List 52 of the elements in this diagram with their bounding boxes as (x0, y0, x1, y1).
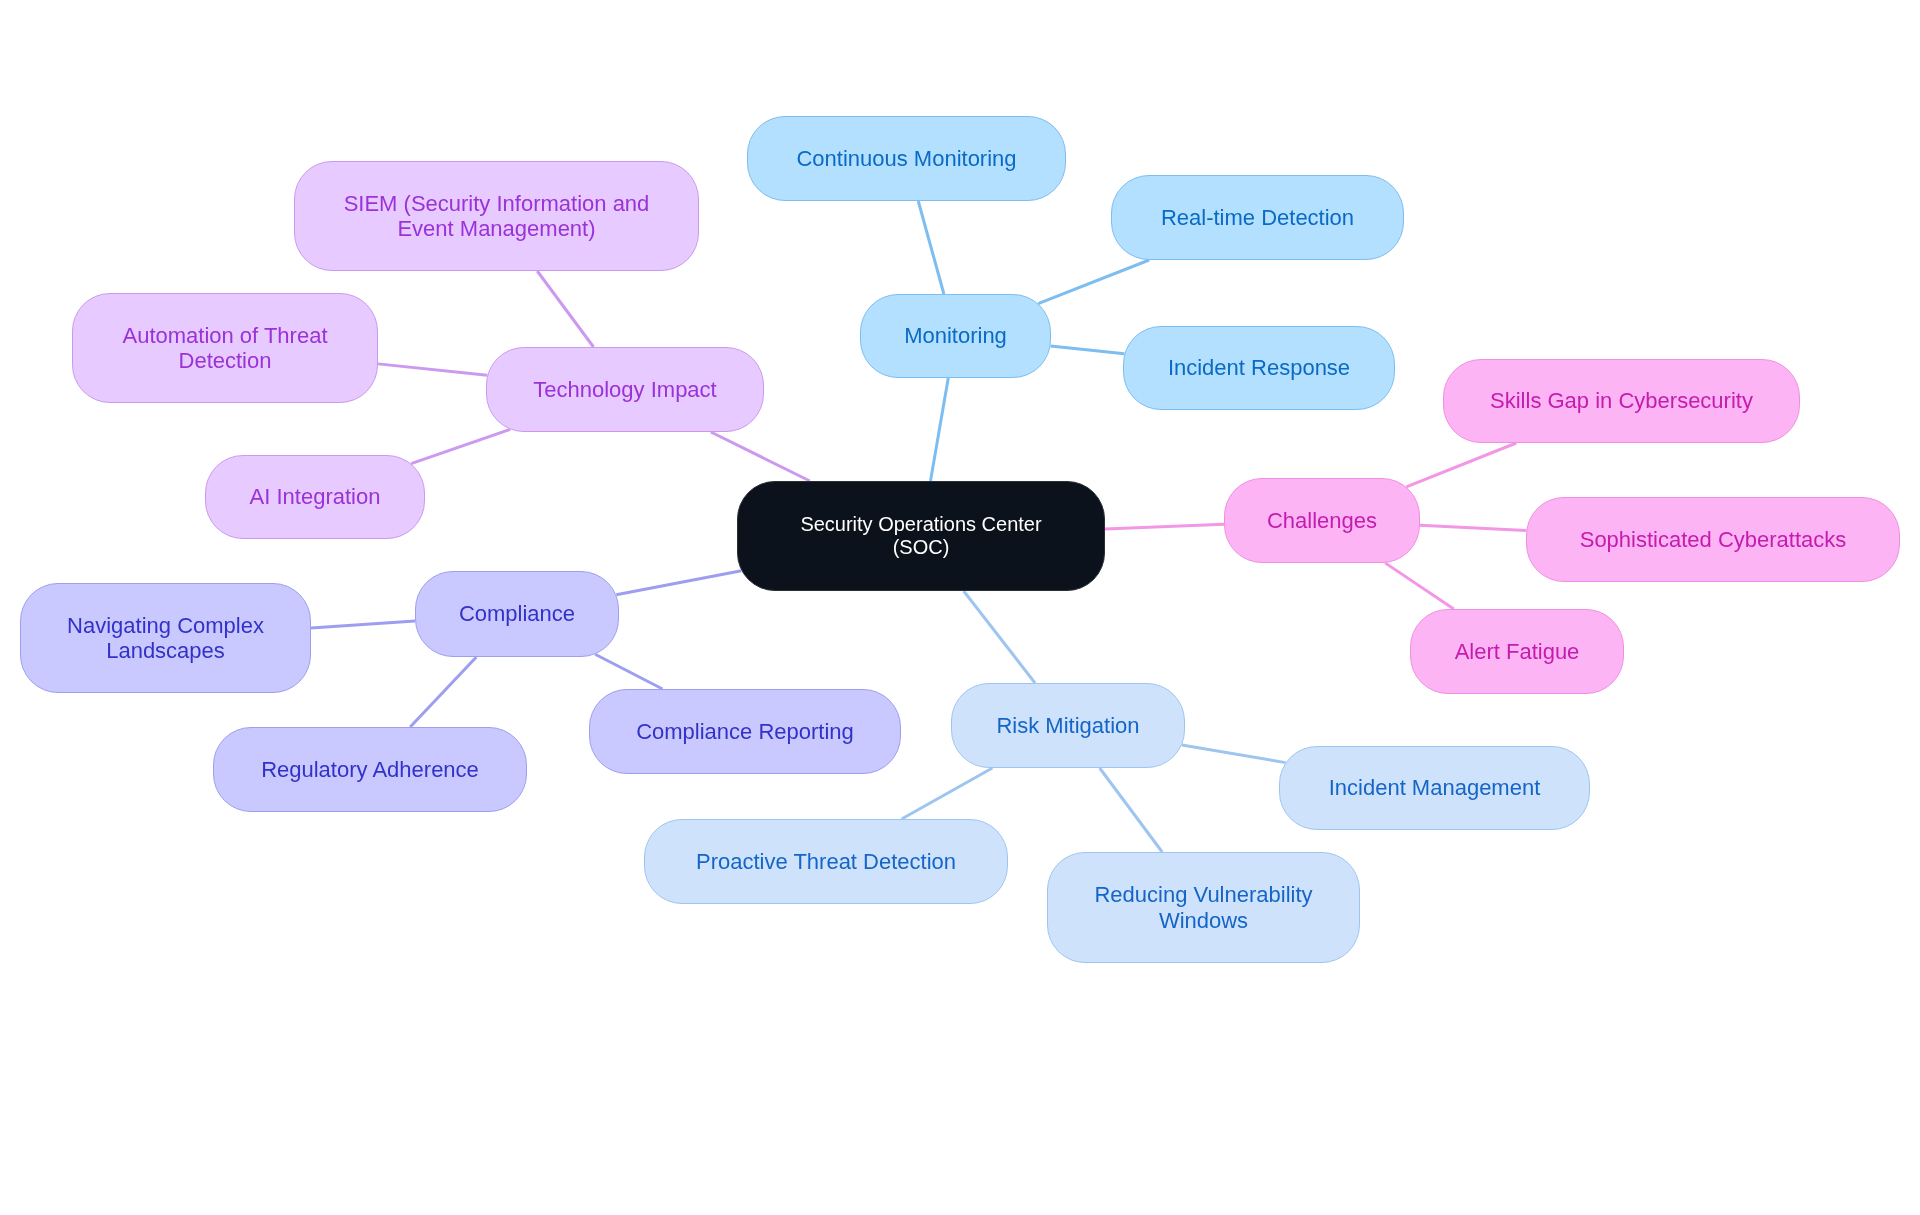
node-label: Technology Impact (533, 376, 717, 403)
node-label: Regulatory Adherence (261, 756, 479, 783)
node-label: Sophisticated Cyberattacks (1579, 526, 1847, 553)
node-label: Real-time Detection (1160, 204, 1355, 231)
node-label: Skills Gap in Cybersecurity (1490, 388, 1753, 414)
connector-line (1037, 258, 1150, 305)
connector-line (929, 377, 950, 482)
connector-line (410, 427, 511, 466)
connector-line (1384, 561, 1455, 611)
connector-line (1098, 767, 1164, 853)
connector-line (594, 652, 664, 691)
topic-node (294, 161, 699, 271)
node-label: Proactive Threat Detection (695, 848, 957, 875)
node-label: Compliance Reporting (636, 718, 854, 745)
node-label: Incident Response (1167, 355, 1351, 381)
connector-line (710, 430, 811, 483)
topic-node (860, 294, 1051, 378)
connector-line (615, 569, 742, 597)
node-label: Continuous Monitoring (796, 145, 1017, 172)
connector-line (377, 362, 488, 377)
node-label: SIEM (Security Information and Event Management) (342, 190, 651, 242)
connector-line (310, 619, 416, 630)
topic-node (72, 293, 378, 403)
node-label: Security Operations Center (SOC) (799, 513, 1043, 559)
connector-line (1181, 743, 1286, 765)
connector-line (1405, 441, 1517, 489)
node-label: AI Integration (249, 484, 381, 510)
connector-line (1050, 344, 1125, 356)
node-label: Compliance (458, 601, 576, 627)
connector-line (962, 590, 1037, 684)
node-label: Risk Mitigation (996, 712, 1140, 739)
topic-node (415, 571, 619, 657)
connector-line (409, 655, 478, 729)
topic-node (1224, 478, 1420, 563)
topic-node (1279, 746, 1590, 830)
central-topic-node (737, 481, 1105, 591)
topic-node (951, 683, 1185, 768)
topic-node (20, 583, 311, 693)
node-label: Alert Fatigue (1454, 638, 1580, 665)
connector-line (1419, 523, 1527, 532)
topic-node (1047, 852, 1360, 963)
node-label: Monitoring (904, 323, 1007, 349)
node-label: Incident Management (1328, 775, 1541, 801)
node-label: Automation of Threat Detection (121, 322, 329, 374)
node-label: Challenges (1266, 507, 1378, 534)
connector-line (916, 200, 946, 295)
connector-line (536, 270, 595, 348)
node-label: Navigating Complex Landscapes (66, 612, 265, 664)
topic-node (205, 455, 425, 539)
connector-line (1104, 522, 1225, 531)
node-label: Reducing Vulnerability Windows (1093, 882, 1314, 933)
connector-line (900, 766, 994, 821)
